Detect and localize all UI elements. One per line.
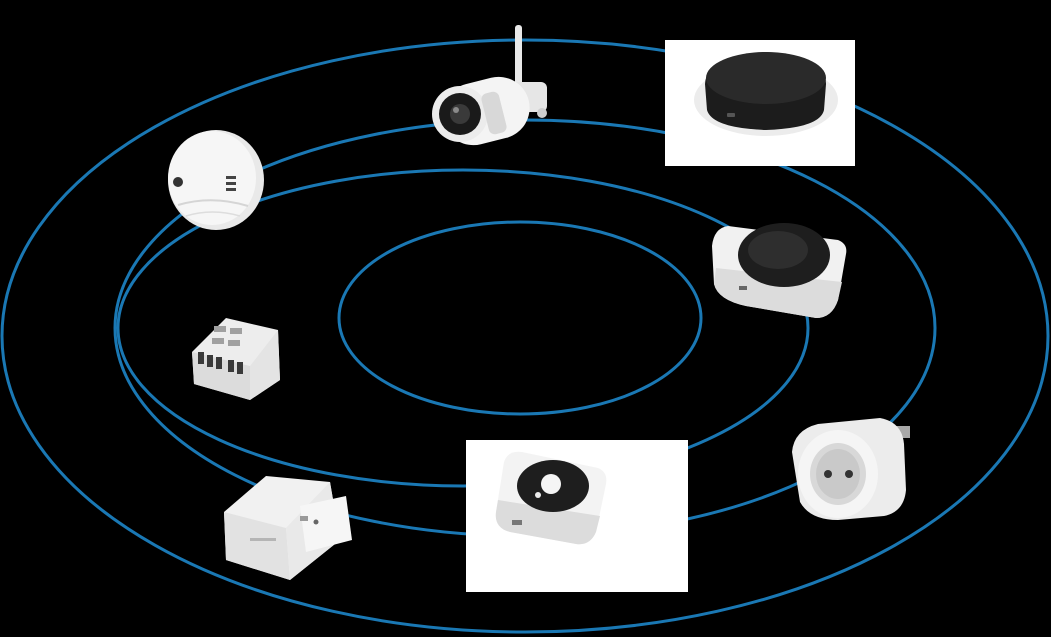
security-camera-icon	[432, 25, 547, 146]
hub-icon	[665, 40, 855, 166]
orbit-outer	[0, 38, 1050, 634]
orbit-inner	[116, 168, 810, 488]
sensor-button-icon	[712, 223, 847, 318]
orbit-innermost	[337, 220, 703, 416]
relay-module-icon	[192, 318, 280, 400]
smoke-detector-icon	[168, 130, 264, 230]
motion-sensor-icon	[466, 440, 688, 592]
smart-plug-icon	[792, 418, 910, 520]
door-sensor-icon	[224, 476, 352, 580]
